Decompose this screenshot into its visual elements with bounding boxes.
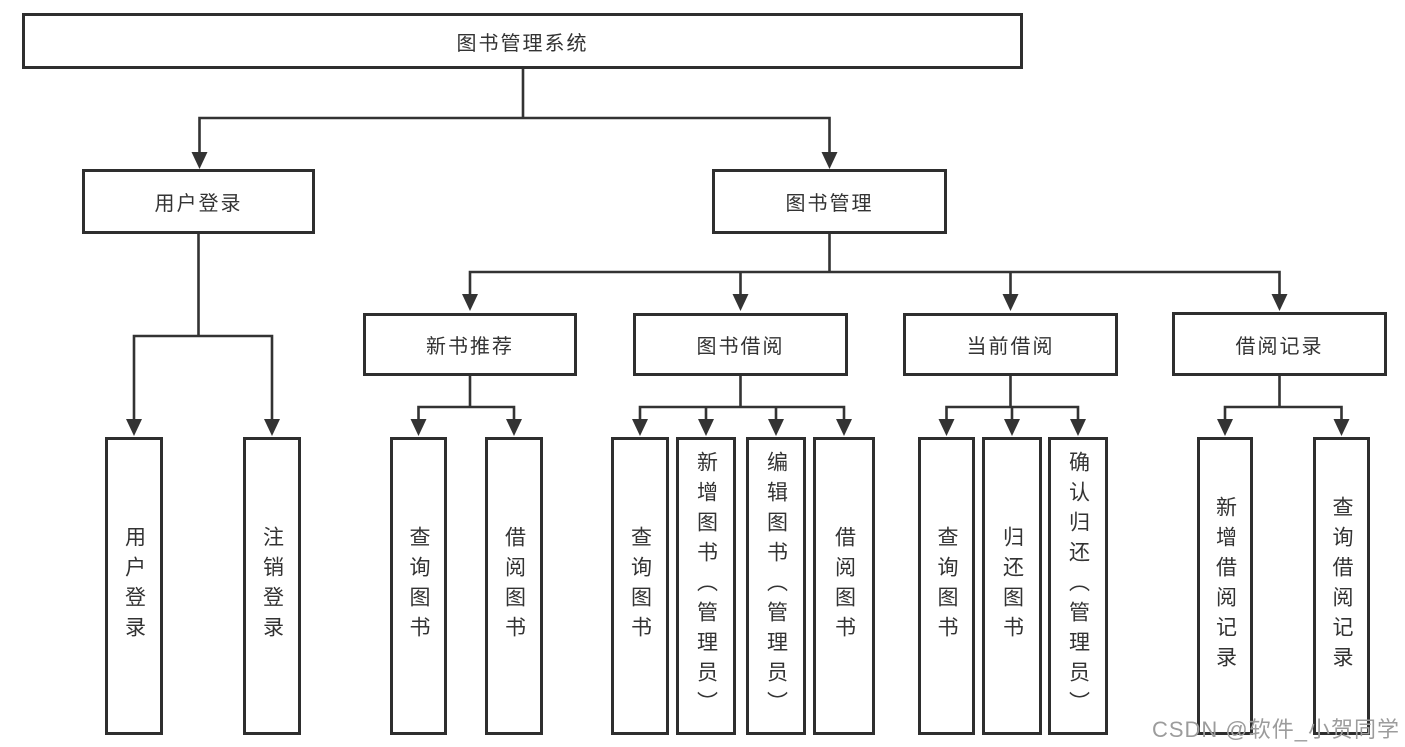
node-library-management-system: 图书管理系统: [22, 13, 1023, 69]
arrow-down-icon: [462, 294, 478, 311]
connector-current-borrow-children: [945, 376, 1080, 424]
arrow-down-icon: [191, 152, 208, 169]
arrow-down-icon: [821, 152, 838, 169]
leaf-query-books-recommend: 查询图书: [390, 437, 447, 735]
arrow-down-icon: [410, 419, 427, 436]
arrow-down-icon: [732, 294, 749, 311]
leaf-confirm-return-admin: 确认归还（管理员）: [1048, 437, 1108, 735]
leaf-query-books-borrow: 查询图书: [611, 437, 669, 735]
arrow-down-icon: [1271, 294, 1288, 311]
leaf-borrow-books: 借阅图书: [813, 437, 875, 735]
arrow-down-icon: [1070, 419, 1086, 436]
arrow-down-icon: [1217, 419, 1233, 436]
leaf-add-borrow-record: 新增借阅记录: [1197, 437, 1253, 735]
node-book-borrowing: 图书借阅: [633, 313, 848, 376]
arrow-down-icon: [1333, 419, 1350, 436]
leaf-user-login: 用户登录: [105, 437, 163, 735]
connector-root-to-level2: [198, 69, 831, 157]
arrow-down-icon: [264, 419, 280, 436]
connector-book-borrow-children: [638, 376, 846, 424]
node-current-borrowing: 当前借阅: [903, 313, 1118, 376]
leaf-add-book-admin: 新增图书（管理员）: [676, 437, 736, 735]
arrow-down-icon: [938, 419, 955, 436]
connector-borrow-record-children: [1223, 376, 1343, 424]
arrow-down-icon: [632, 419, 648, 436]
leaf-return-book: 归还图书: [982, 437, 1042, 735]
leaf-edit-book-admin: 编辑图书（管理员）: [746, 437, 806, 735]
node-new-book-recommendation: 新书推荐: [363, 313, 577, 376]
leaf-borrow-books-recommend: 借阅图书: [485, 437, 543, 735]
leaf-query-borrow-record: 查询借阅记录: [1313, 437, 1370, 735]
connector-book-management-children: [468, 234, 1281, 298]
csdn-watermark: CSDN @软件_小贺同学: [1151, 717, 1400, 742]
leaf-logout: 注销登录: [243, 437, 301, 735]
connector-new-book-children: [417, 376, 516, 424]
arrow-down-icon: [836, 419, 852, 436]
arrow-down-icon: [768, 419, 784, 436]
arrow-down-icon: [506, 419, 522, 436]
connector-user-login-children: [132, 234, 274, 424]
arrow-down-icon: [698, 419, 714, 436]
arrow-down-icon: [1002, 294, 1019, 311]
arrow-down-icon: [1004, 419, 1020, 436]
node-book-management: 图书管理: [712, 169, 947, 234]
arrow-down-icon: [126, 419, 142, 436]
node-borrowing-records: 借阅记录: [1172, 312, 1387, 376]
node-user-login: 用户登录: [82, 169, 315, 234]
leaf-query-books-current: 查询图书: [918, 437, 975, 735]
